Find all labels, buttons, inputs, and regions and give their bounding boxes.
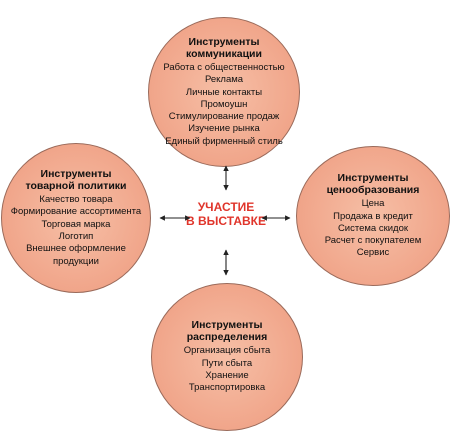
node-item: Единый фирменный стиль	[165, 135, 283, 147]
node-item: Организация сбыта	[183, 345, 271, 357]
node-communication-title-line1: Инструменты	[188, 35, 260, 48]
center-label: УЧАСТИЕ В ВЫСТАВКЕ	[176, 200, 276, 228]
center-label-line1: УЧАСТИЕ	[197, 200, 255, 214]
node-item: Продажа в кредит	[333, 210, 413, 222]
node-item: Стимулирование продаж	[168, 111, 280, 123]
node-item: Промоушн	[200, 98, 248, 110]
node-communication-tools: Инструменты коммуникации Работа с общест…	[148, 17, 300, 167]
node-item: Реклама	[204, 74, 244, 86]
node-item: Внешнее оформление	[26, 243, 126, 255]
node-item: Расчет с покупателем	[324, 235, 422, 247]
node-product-policy-title: Инструменты товарной политики	[25, 168, 126, 192]
node-distribution-title: Инструменты распределения	[152, 319, 302, 343]
center-label-line2: В ВЫСТАВКЕ	[185, 214, 266, 228]
node-item: Транспортировка	[188, 382, 266, 394]
node-item: Логотип	[58, 231, 94, 242]
node-item: Сервис	[356, 247, 390, 259]
node-communication-title-line2: коммуникации	[186, 47, 262, 60]
node-item: Изучение рынка	[188, 123, 260, 135]
node-product-policy-title-line1: Инструменты	[40, 168, 112, 181]
node-item: Цена	[361, 198, 385, 210]
node-pricing-title-line2: ценообразования	[326, 184, 420, 197]
node-item: Торговая марка	[41, 218, 111, 230]
node-item: Пути сбыта	[201, 357, 253, 369]
node-product-policy-title-line2: товарной политики	[25, 180, 127, 193]
node-item: Качество товара	[39, 194, 113, 206]
node-item: продукции	[52, 255, 99, 267]
node-item: Формирование ассортимента	[10, 206, 142, 218]
node-item: Система скидок	[337, 222, 409, 234]
node-distribution-tools: Инструменты распределения Организация сб…	[151, 283, 303, 431]
node-product-policy-tools: Инструменты товарной политики Качество т…	[1, 143, 151, 293]
node-distribution-title-line1: Инструменты распределения	[186, 319, 268, 344]
node-pricing-title: Инструменты ценообразования	[327, 172, 420, 196]
node-item: Работа с общественностью	[163, 61, 285, 73]
node-pricing-title-line1: Инструменты	[337, 172, 409, 185]
node-item: Хранение	[205, 370, 249, 381]
node-item: Личные контакты	[185, 86, 263, 98]
node-communication-title: Инструменты коммуникации	[186, 36, 262, 60]
